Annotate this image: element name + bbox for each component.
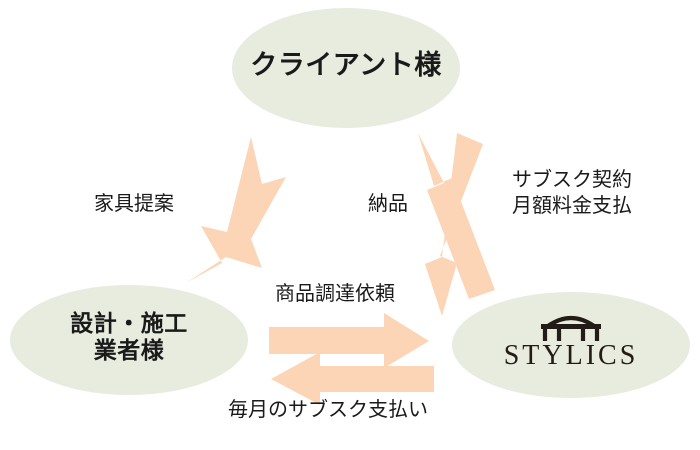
arrow-procurement-request <box>269 313 429 368</box>
node-client[interactable] <box>232 8 460 128</box>
arrow-monthly-payment <box>271 352 434 405</box>
node-builder[interactable] <box>10 285 248 395</box>
furniture-logo-icon <box>541 315 601 341</box>
arrow-subscription-contract <box>425 133 483 316</box>
node-stylics[interactable] <box>452 292 690 398</box>
arrow-delivery <box>418 133 495 299</box>
arrow-furniture-proposal <box>186 137 286 283</box>
